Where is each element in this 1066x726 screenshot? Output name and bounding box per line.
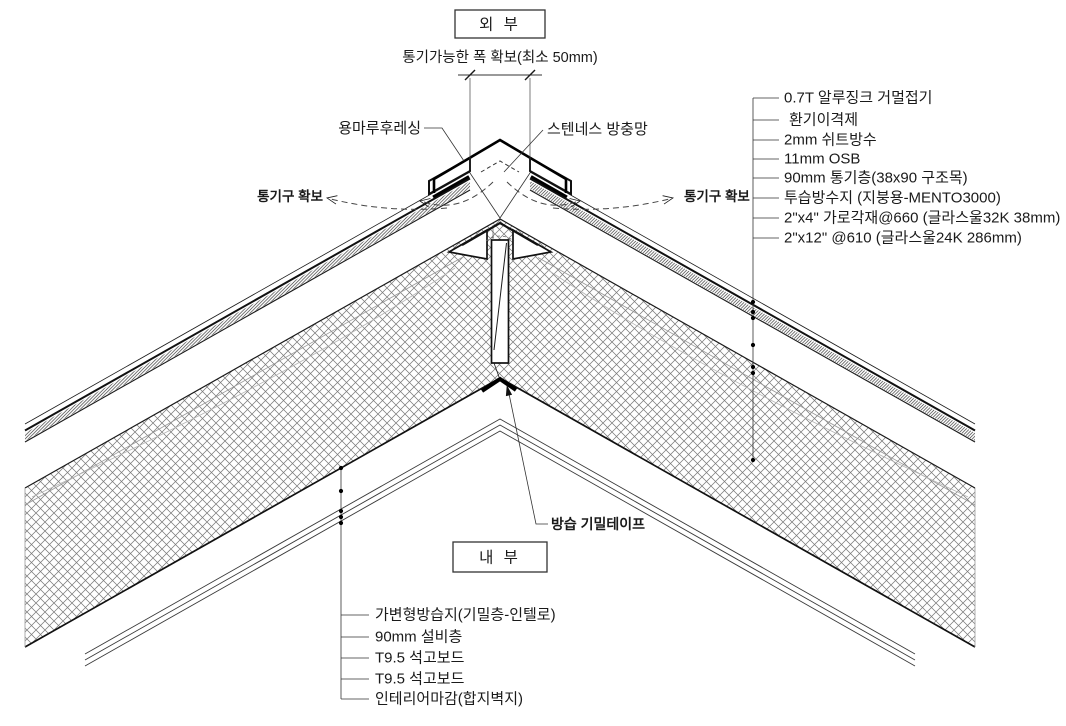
vent-secure-right-label: 통기구 확보 — [684, 188, 750, 204]
ridge-flashing — [432, 138, 568, 193]
roof-layer-label-7: 2"x12" @610 (글라스울24K 286mm) — [784, 230, 1022, 247]
ceiling-layer-label-4: 인테리어마감(합지벽지) — [375, 691, 523, 708]
roof-layer-label-5: 투습방수지 (지붕용-MENTO3000) — [784, 190, 1001, 207]
callout-vapour-tape: 방습 기밀테이프 — [505, 384, 645, 532]
exterior-label: 외 부 — [479, 16, 521, 34]
ceiling-layer-label-2: T9.5 석고보드 — [375, 650, 465, 667]
vapour-tape-mark — [480, 376, 518, 393]
vent-secure-left-label: 통기구 확보 — [257, 188, 323, 204]
airflow-dashed-arrows — [326, 181, 674, 210]
furring-layer-line-left — [24, 257, 463, 506]
vapor-tape-label: 방습 기밀테이프 — [551, 516, 645, 532]
callout-insect-screen: 스텐네스 방충망 — [503, 121, 648, 173]
membrane-lap-curve-left — [31, 267, 456, 498]
exterior-box — [454, 9, 546, 39]
roof-layer-label-4: 90mm 통기층(38x90 구조목) — [784, 170, 968, 187]
insect-screen-label: 스텐네스 방충망 — [547, 121, 648, 138]
membrane-top-boundary — [24, 218, 976, 489]
callout-ridge-flashing: 용마루후레싱 — [338, 120, 465, 162]
interior-label: 내 부 — [479, 549, 521, 567]
ceiling-layer-callouts: 가변형방습지(기밀층-인텔로) 90mm 설비층 T9.5 석고보드 T9.5 … — [338, 465, 556, 708]
roof-layer-label-0: 0.7T 알루징크 거멀접기 — [784, 90, 932, 107]
zone-labels: 외 부 내 부 — [452, 9, 548, 573]
roof-layer-label-6: 2"x4" 가로각재@660 (글라스울32K 38mm) — [784, 210, 1060, 227]
tape-arrowhead — [505, 384, 513, 397]
dimension-label: 통기가능한 폭 확보(최소 50mm) — [402, 49, 597, 66]
ridge-cap-assembly — [428, 138, 572, 199]
ceiling-layer-label-0: 가변형방습지(기밀층-인텔로) — [375, 607, 556, 624]
screen-support-lines — [463, 163, 537, 219]
ceiling-layer-label-3: T9.5 석고보드 — [375, 671, 465, 688]
ridge-flashing-label: 용마루후레싱 — [338, 120, 421, 137]
arrowhead-left-outer — [326, 195, 338, 205]
furring-layer-line-right — [537, 257, 976, 506]
roof-layer-label-3: 11mm OSB — [784, 151, 860, 168]
membrane-lap-curve-right — [544, 267, 969, 498]
interior-box — [452, 541, 548, 573]
ridge-blocking-chevron — [461, 221, 539, 246]
arrowhead-right-outer — [662, 195, 674, 205]
ridge-centre-structure — [446, 160, 554, 393]
arrowhead-right-inner — [569, 198, 581, 208]
arrowhead-left-inner — [419, 198, 431, 208]
vent-spacer-hatch-strip-left — [25, 181, 470, 441]
ceiling-layer-label-1: 90mm 설비층 — [375, 629, 462, 646]
roof-layer-label-2: 2mm 쉬트방수 — [784, 132, 877, 149]
dimension-vent-width: 통기가능한 폭 확보(최소 50mm) — [402, 49, 598, 170]
roof-layer-callouts: 0.7T 알루징크 거멀접기 환기이격제 2mm 쉬트방수 11mm OSB 9… — [750, 90, 1060, 463]
ceiling-board-lines — [84, 418, 916, 667]
insect-screen-dashed — [480, 160, 520, 173]
roof-layer-label-1: 환기이격제 — [789, 112, 858, 129]
